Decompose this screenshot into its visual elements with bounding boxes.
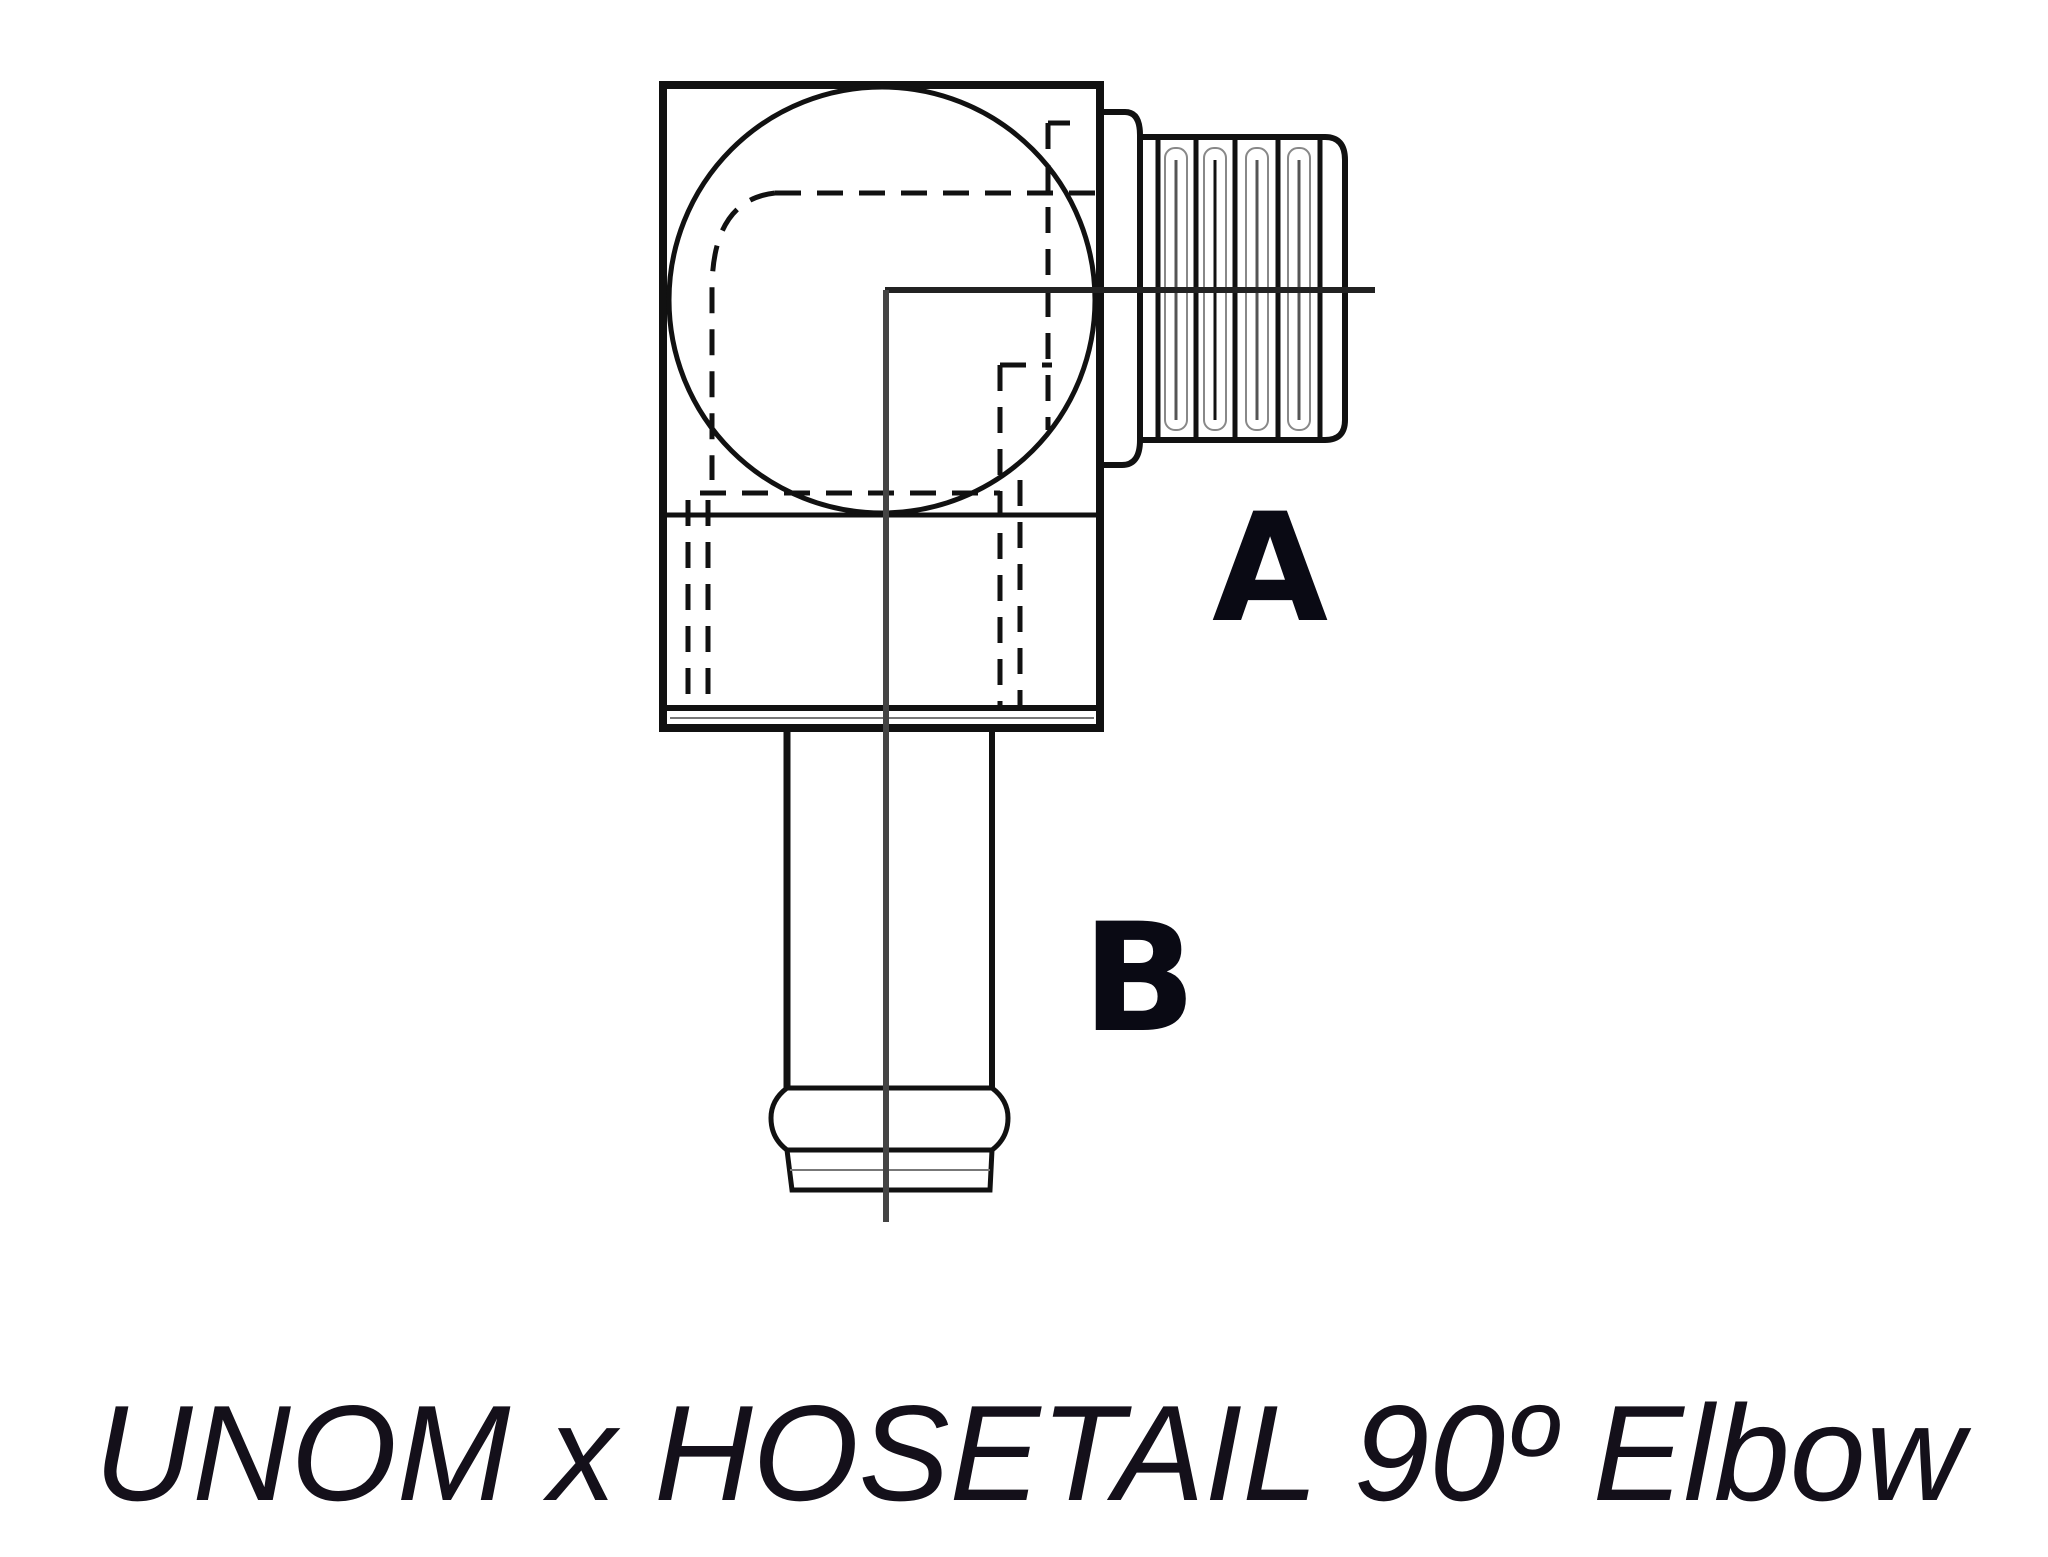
hosetail-tip <box>784 1149 995 1193</box>
port-b-label: B <box>1082 892 1196 1066</box>
hosetail <box>768 728 1011 1193</box>
hosetail-barb <box>768 1085 1011 1153</box>
body-sphere <box>666 84 1098 516</box>
hidden-bore-lines <box>685 120 1100 705</box>
elbow-body <box>659 81 1104 732</box>
diagram-caption: UNOM x HOSETAIL 90º Elbow <box>94 1377 1972 1529</box>
body-outline <box>659 81 1104 732</box>
centerlines <box>883 287 1375 1222</box>
port-a-label: A <box>1212 482 1328 656</box>
